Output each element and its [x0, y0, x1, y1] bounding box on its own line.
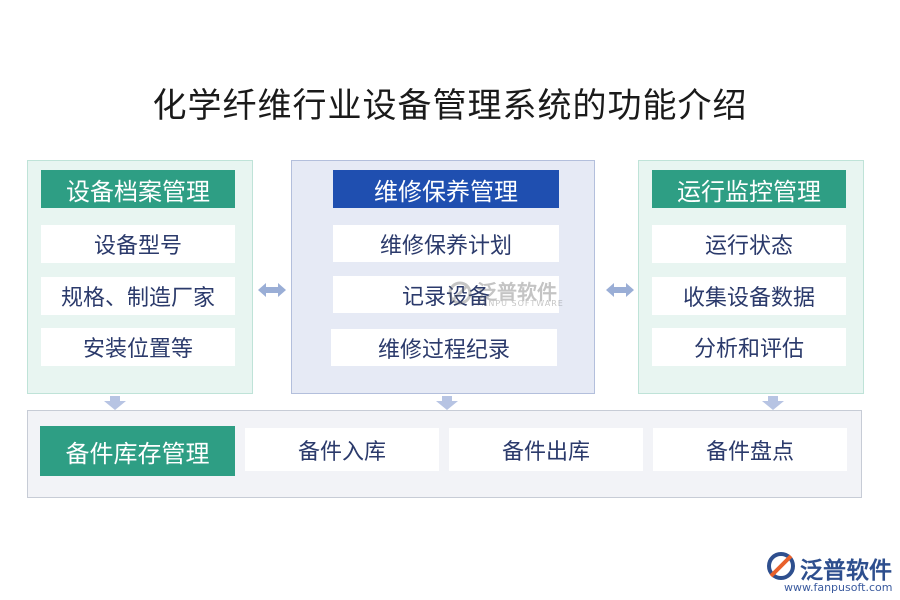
- brand-logo-name: 泛普软件: [800, 558, 892, 584]
- double-arrow-icon-right: [606, 283, 634, 297]
- operation-monitoring-item-status: 运行状态: [652, 225, 846, 263]
- watermark-logo-icon: [448, 281, 472, 305]
- operation-monitoring-item-collect-data: 收集设备数据: [652, 277, 846, 315]
- page-title: 化学纤维行业设备管理系统的功能介绍: [152, 86, 748, 126]
- down-arrow-icon-right: [762, 396, 784, 410]
- maintenance-item-plan: 维修保养计划: [333, 225, 559, 262]
- equipment-archive-header: 设备档案管理: [41, 170, 235, 208]
- spare-parts-header: 备件库存管理: [40, 426, 235, 476]
- brand-logo: 泛普软件 www.fanpusoft.com: [762, 548, 892, 596]
- brand-logo-icon: [767, 552, 795, 580]
- spare-parts-item-inventory: 备件盘点: [653, 428, 847, 471]
- double-arrow-icon-left: [258, 283, 286, 297]
- equipment-archive-item-model: 设备型号: [41, 225, 235, 263]
- watermark: 泛普软件 FANPU SOFTWARE: [447, 276, 567, 312]
- down-arrow-icon-middle: [436, 396, 458, 410]
- operation-monitoring-item-analysis: 分析和评估: [652, 328, 846, 366]
- brand-logo-url: www.fanpusoft.com: [784, 581, 893, 594]
- down-arrow-icon-left: [104, 396, 126, 410]
- maintenance-header: 维修保养管理: [333, 170, 559, 208]
- maintenance-item-process-log: 维修过程纪录: [331, 329, 557, 366]
- equipment-archive-item-spec: 规格、制造厂家: [41, 277, 235, 315]
- maintenance-item-record: 记录设备: [333, 276, 559, 313]
- spare-parts-item-inbound: 备件入库: [245, 428, 439, 471]
- equipment-archive-item-location: 安装位置等: [41, 328, 235, 366]
- watermark-sub: FANPU SOFTWARE: [477, 299, 564, 308]
- spare-parts-item-outbound: 备件出库: [449, 428, 643, 471]
- watermark-name: 泛普软件: [477, 280, 557, 304]
- operation-monitoring-header: 运行监控管理: [652, 170, 846, 208]
